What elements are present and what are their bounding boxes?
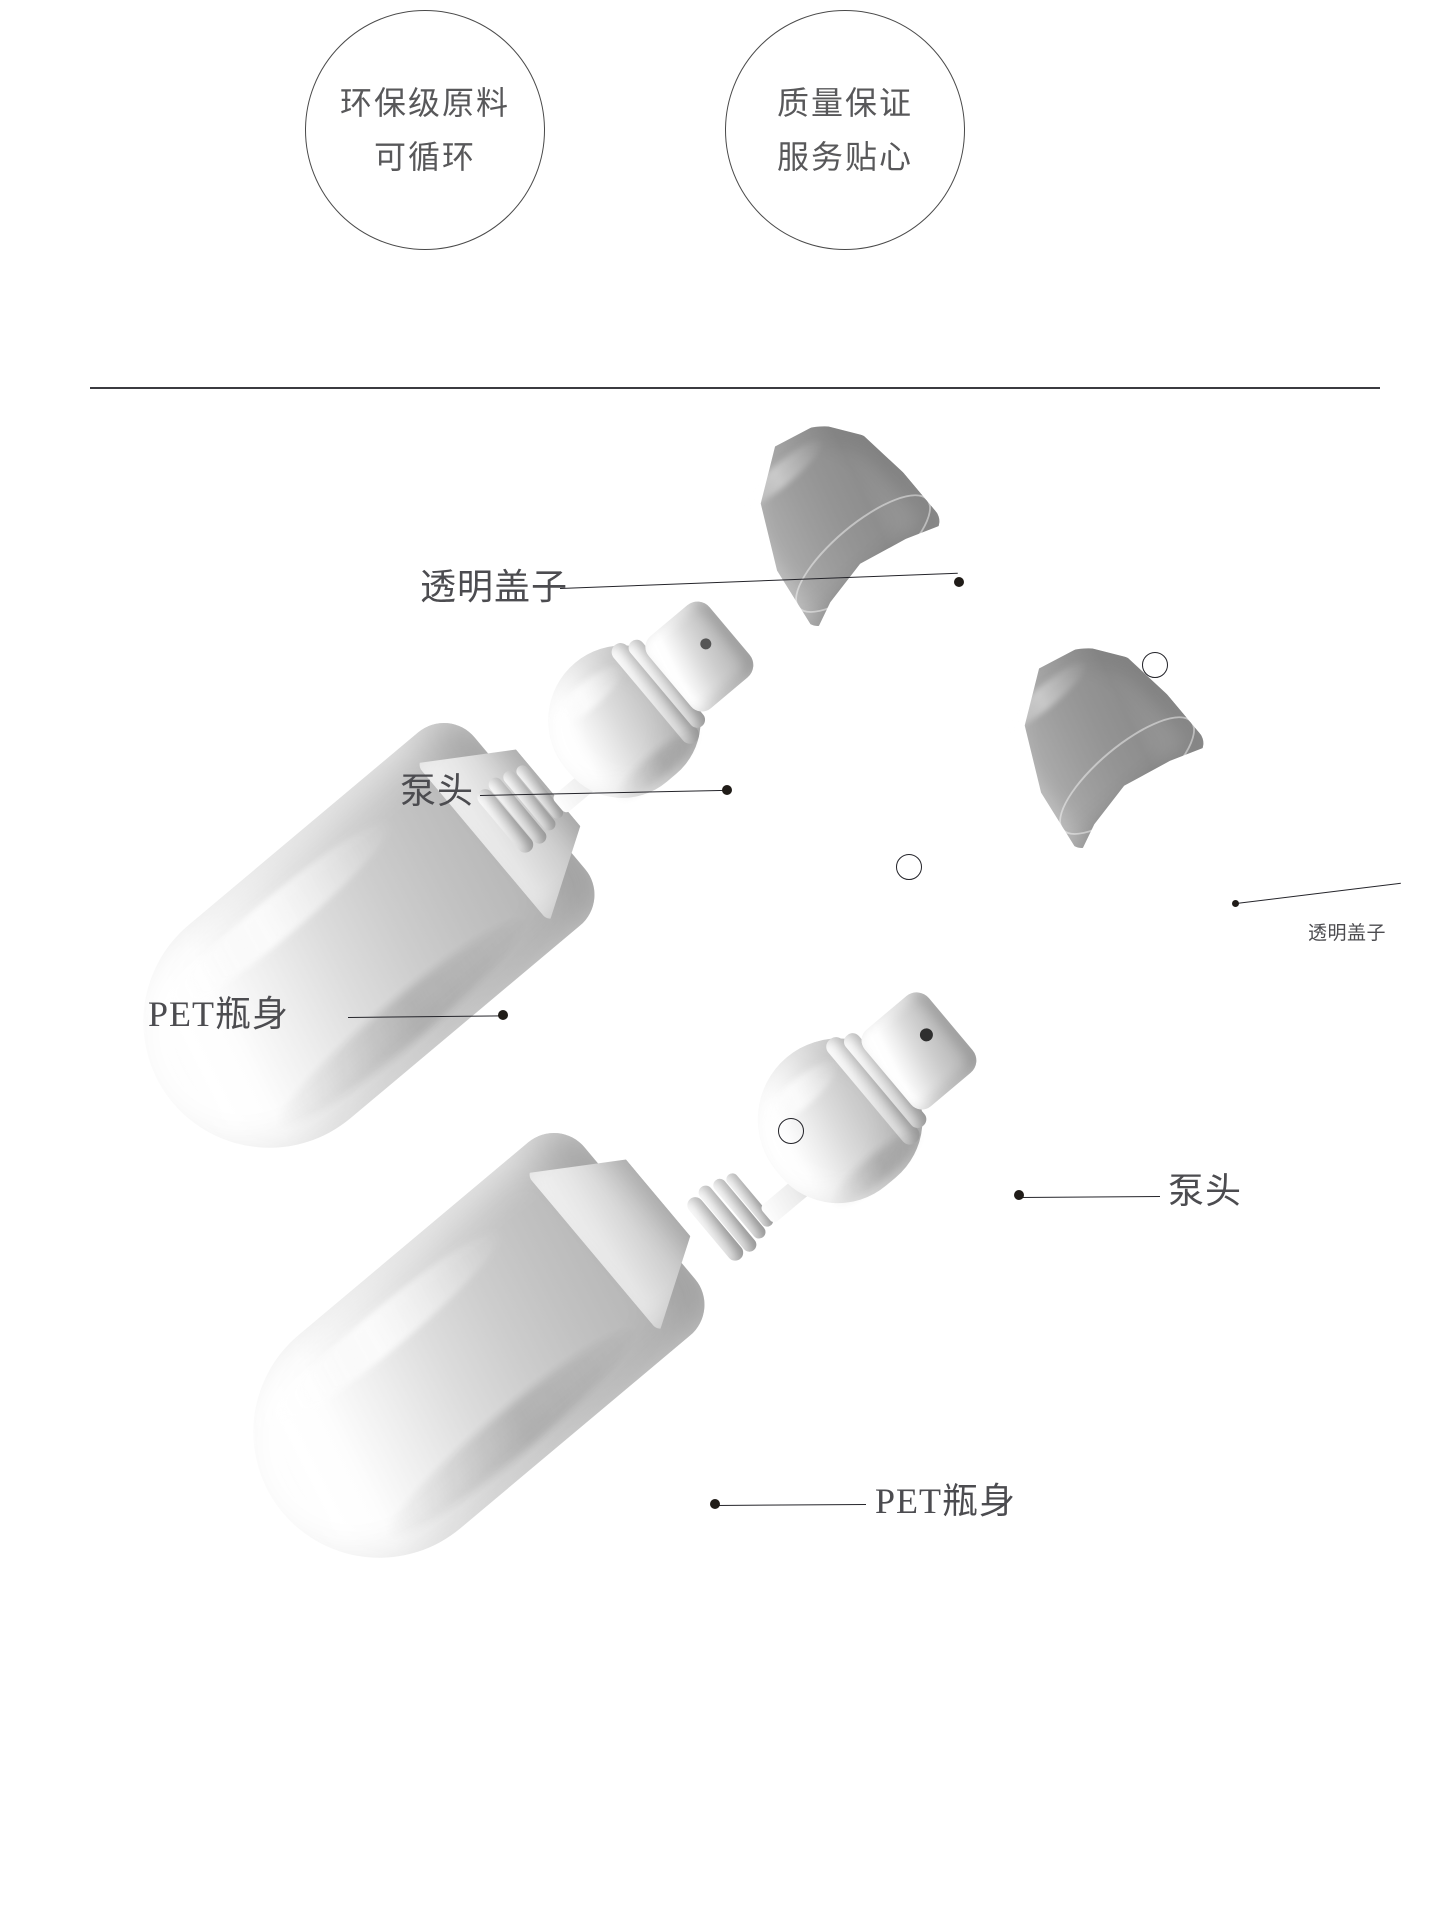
leader-dot-pet-bottle-bottom [710, 1499, 720, 1509]
callout-label-pump-head-bottom: 泵头 [1168, 1171, 1243, 1211]
leader-dot-pet-bottle-top [498, 1010, 508, 1020]
leader-dot-clear-cap-right [1232, 900, 1239, 907]
callout-label-pet-bottle-top: PET瓶身 [148, 994, 290, 1034]
ring-marker-3 [778, 1118, 804, 1144]
feature-eco-line-1: 环保级原料 [339, 85, 510, 121]
ring-marker-1 [1142, 652, 1168, 678]
clear-cap-right [961, 602, 1226, 867]
feature-quality-line-1: 质量保证 [776, 85, 913, 121]
pet-bottle-body-lower [162, 1060, 774, 1660]
section-divider [90, 387, 1380, 389]
feature-quality-line-2: 服务贴心 [776, 139, 913, 175]
callout-label-clear-cap-right: 透明盖子 [1308, 923, 1387, 944]
feature-circle-quality-service: 质量保证 服务贴心 [725, 10, 965, 250]
leader-dot-pump-head-top [722, 785, 732, 795]
leader-dot-clear-cap-top [954, 577, 964, 587]
callout-label-clear-cap-top: 透明盖子 [420, 567, 569, 607]
feature-eco-line-2: 可循环 [373, 139, 476, 175]
callout-label-pump-head-top: 泵头 [400, 771, 475, 811]
feature-circle-eco-material: 环保级原料 可循环 [305, 10, 545, 250]
callout-label-pet-bottle-bottom: PET瓶身 [875, 1481, 1017, 1521]
leader-dot-pump-head-bottom [1014, 1190, 1024, 1200]
ring-marker-2 [896, 854, 922, 880]
